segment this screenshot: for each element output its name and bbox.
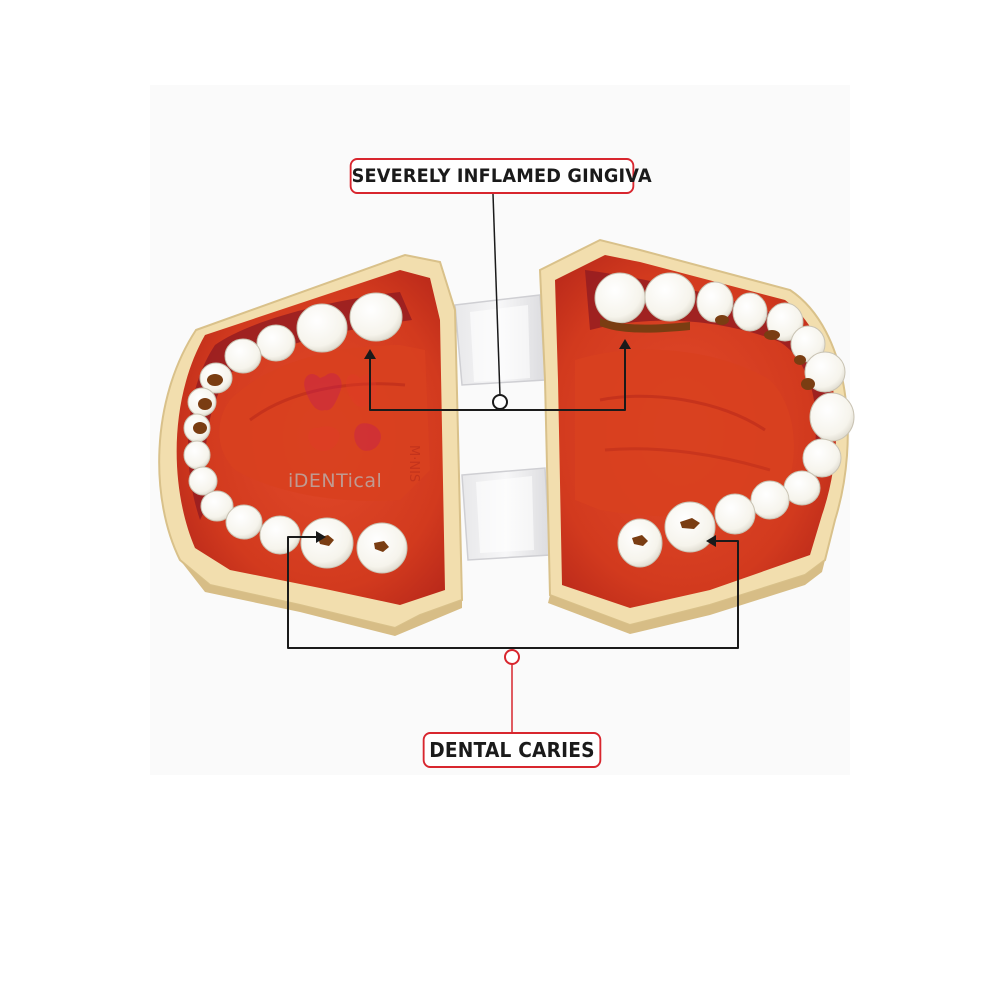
tooth [259, 515, 301, 555]
tooth [802, 438, 842, 478]
right-jaw-model [538, 238, 855, 634]
tooth [224, 338, 262, 374]
tooth-logo-icon [304, 373, 381, 452]
tooth [732, 292, 768, 332]
jaw-connector-top [454, 294, 546, 386]
tooth [696, 281, 734, 323]
tooth [714, 493, 756, 535]
label-dental-caries: DENTAL CARIES [422, 732, 602, 768]
tooth [225, 504, 263, 540]
tooth [188, 466, 218, 496]
label-severely-inflamed-gingiva: SEVERELY INFLAMED GINGIVA [349, 158, 652, 194]
tooth [809, 392, 855, 442]
tooth [200, 490, 234, 522]
jaw-connector-bottom [461, 467, 551, 561]
tooth [296, 303, 348, 353]
svg-text:M·NIS: M·NIS [406, 445, 421, 482]
tooth [750, 480, 790, 520]
tooth [594, 272, 646, 324]
left-jaw-base-shadow [180, 560, 462, 636]
watermark-text: iDENTical [288, 470, 383, 492]
tooth [804, 351, 846, 393]
right-palate-area [575, 349, 794, 517]
right-teeth [594, 272, 855, 568]
left-jaw-model: M·NIS [158, 253, 464, 636]
tooth [183, 440, 211, 470]
tooth [349, 292, 403, 342]
tooth [644, 272, 696, 322]
tooth [256, 324, 296, 362]
